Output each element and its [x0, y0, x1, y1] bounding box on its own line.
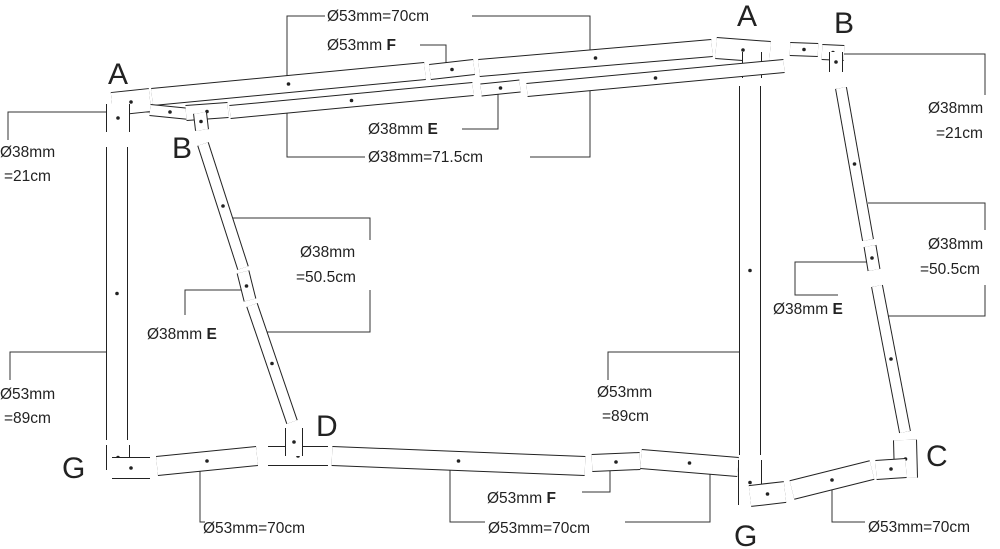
coupler-left-diag-e: [236, 270, 257, 302]
label-right-38-e: Ø38mm E: [773, 301, 843, 318]
pipe-left-diag-upper: [197, 142, 249, 270]
joint-label-g-left: G: [62, 452, 85, 485]
label-left-21: =21cm: [4, 168, 51, 185]
elbow-g-right-side: [748, 481, 787, 507]
joint-label-c: C: [926, 440, 948, 473]
coupler-top-f: [429, 59, 475, 80]
pipe-top-38-left: [229, 82, 474, 119]
joint-label-b-right: B: [834, 7, 854, 40]
elbow-g-left-side: [112, 457, 150, 479]
elbow-c-side: [875, 458, 907, 480]
label-top-38-e: Ø38mm E: [368, 121, 438, 138]
connector-d-up: [285, 428, 303, 456]
pipes: [106, 37, 918, 507]
label-mid-505: =50.5cm: [296, 269, 356, 286]
pipe-bottom-mid-right-53: [640, 449, 739, 477]
label-top-53-f: Ø53mm F: [327, 37, 396, 54]
elbow-a-left: [110, 88, 152, 116]
pipe-left-diag-lower: [246, 303, 298, 424]
label-top-38-715: Ø38mm=71.5cm: [368, 149, 483, 166]
joint-label-a-right: A: [737, 0, 757, 33]
label-mid-38: Ø38mm: [300, 244, 355, 261]
pipe-center-vertical-53: [739, 86, 761, 455]
pipe-top-38-b-right: [789, 42, 819, 57]
coupler-bottom-f: [591, 452, 641, 472]
label-right-38: Ø38mm: [928, 100, 983, 117]
joint-label-d: D: [316, 410, 338, 443]
coupler-top-e: [480, 79, 521, 97]
pipe-top-38-right: [526, 59, 785, 97]
label-left-89: =89cm: [4, 410, 51, 427]
pipe-right-diag-lower: [871, 284, 911, 434]
label-bottom-53-f: Ø53mm F: [487, 490, 556, 507]
pipe-top-53-left: [151, 62, 426, 106]
label-top-53-70: Ø53mm=70cm: [327, 8, 429, 25]
label-right-diag-38: Ø38mm: [928, 236, 983, 253]
pipe-right-diag-upper: [835, 86, 874, 242]
label-right-21: =21cm: [936, 125, 983, 142]
label-bottom-left-53-70: Ø53mm=70cm: [203, 520, 305, 537]
connector-b-left-down: [193, 112, 209, 131]
pipe-bottom-mid-53: [331, 446, 586, 476]
label-bottom-mid-53-70: Ø53mm=70cm: [488, 520, 590, 537]
pipe-bottom-right-53: [789, 460, 875, 500]
label-mid-38-e: Ø38mm E: [147, 326, 217, 343]
connector-a-right: [715, 37, 771, 63]
joint-label-a-left: A: [108, 58, 128, 91]
label-left-53: Ø53mm: [0, 386, 55, 403]
pipe-bottom-left-53: [156, 446, 258, 476]
coupler-right-diag-e: [863, 244, 881, 272]
leader-lines: [7, 15, 986, 523]
elbow-a-left-down: [106, 104, 130, 132]
elbow-b-right-down: [829, 52, 843, 72]
pipe-38-b-left: [149, 104, 191, 120]
label-center-53: Ø53mm: [597, 384, 652, 401]
joint-label-b-left: B: [172, 132, 192, 165]
label-right-diag-505: =50.5cm: [920, 261, 980, 278]
elbow-g-right: [738, 460, 762, 505]
pipe-left-vertical-53: [106, 147, 128, 440]
label-bottom-right-53-70: Ø53mm=70cm: [868, 519, 970, 536]
pipe-top-53-right: [478, 39, 713, 77]
joint-label-g-right: G: [734, 520, 757, 549]
label-center-89: =89cm: [602, 408, 649, 425]
label-left-38: Ø38mm: [0, 144, 55, 161]
